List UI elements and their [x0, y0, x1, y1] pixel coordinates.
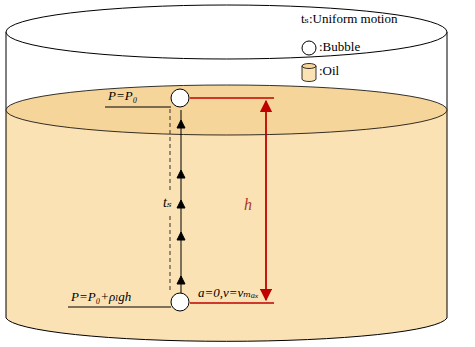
- level-line: [68, 307, 171, 308]
- legend-text: :Oil: [319, 64, 339, 79]
- path-dashed: [170, 216, 171, 293]
- container-rim: [6, 5, 447, 59]
- pressure-label: P=P₀: [108, 89, 137, 104]
- legend-text: :Bubble: [319, 40, 360, 55]
- bubble: [171, 293, 189, 311]
- bubble: [171, 89, 189, 107]
- height-label: h: [244, 196, 252, 214]
- height-line: [190, 97, 274, 99]
- time-label: tₛ: [162, 195, 173, 211]
- oil-icon: [302, 64, 316, 82]
- pressure-label: P=P₀+ρₗgh: [71, 290, 131, 305]
- legend-text: tₛ:Uniform motion: [301, 12, 397, 27]
- height-arrow: [265, 101, 267, 300]
- level-line: [105, 107, 171, 108]
- container-wall: [6, 32, 447, 341]
- state-label: a=0,v=vₘₐₓ: [198, 286, 259, 301]
- motion-arrows: [177, 110, 185, 293]
- oil-surface: [6, 85, 447, 135]
- height-line: [190, 302, 274, 304]
- oil-body: [6, 110, 447, 341]
- bubble-icon: [302, 41, 316, 55]
- path-dashed: [170, 109, 171, 192]
